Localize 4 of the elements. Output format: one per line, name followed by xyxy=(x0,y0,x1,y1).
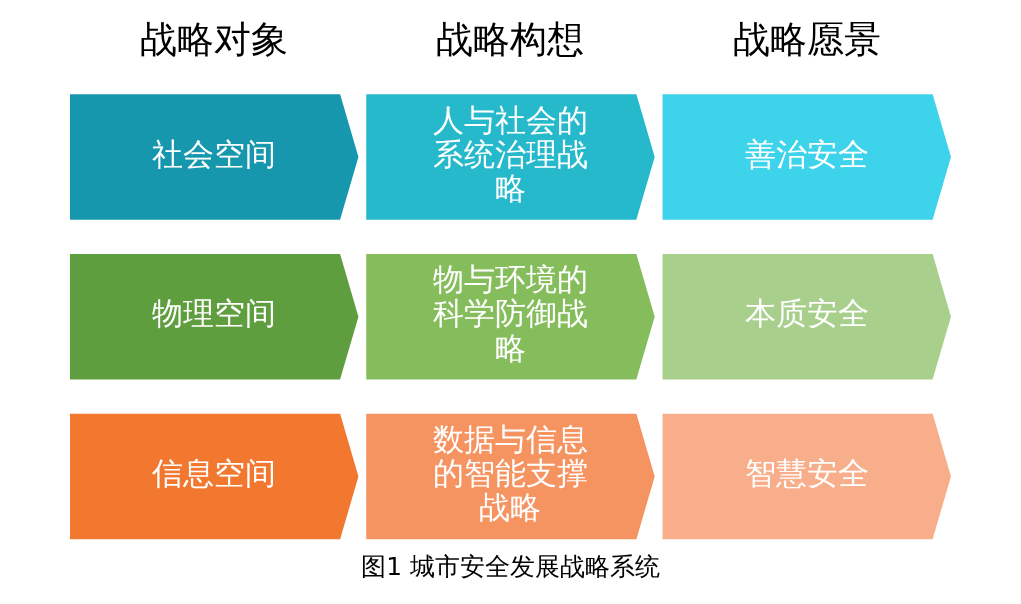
label: 战略愿景 xyxy=(732,16,881,61)
label: 战略构想 xyxy=(436,16,585,61)
caption: 图1 城市安全发展战略系统 xyxy=(361,552,660,582)
label: 战略对象 xyxy=(140,16,289,61)
